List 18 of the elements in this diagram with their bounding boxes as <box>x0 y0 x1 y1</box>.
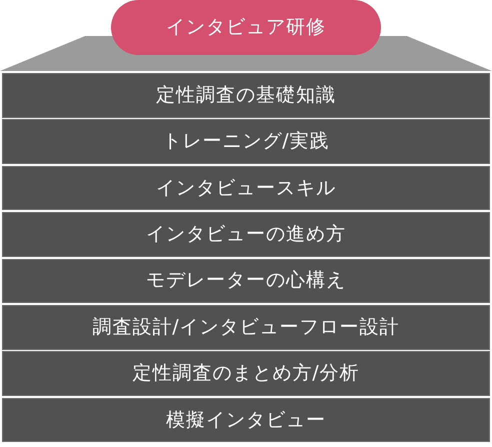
layer-bar <box>2 398 490 442</box>
layer-bar <box>2 258 490 304</box>
layer-label: インタビュースキル <box>156 176 336 200</box>
layer-bar <box>2 305 490 350</box>
layer-bar <box>2 212 490 257</box>
layer-bar <box>2 73 490 118</box>
trapezoid-platform <box>0 36 492 71</box>
layer-label: 定性調査のまとめ方/分析 <box>132 362 360 386</box>
layer-label: インタビューの進め方 <box>146 223 346 246</box>
layer-label: 定性調査の基礎知識 <box>156 84 336 107</box>
layer-bar <box>2 119 490 164</box>
layer-label: インタビュア研修 <box>166 16 326 39</box>
layer-label: モデレーターの心構え <box>146 269 346 292</box>
layer-bar <box>2 166 490 210</box>
layer-label: 調査設計/インタビューフロー設計 <box>92 316 400 339</box>
layer-label: 模擬インタビュー <box>166 408 326 432</box>
layer-label: トレーニング/実践 <box>162 130 330 154</box>
layer-bar <box>2 351 490 396</box>
